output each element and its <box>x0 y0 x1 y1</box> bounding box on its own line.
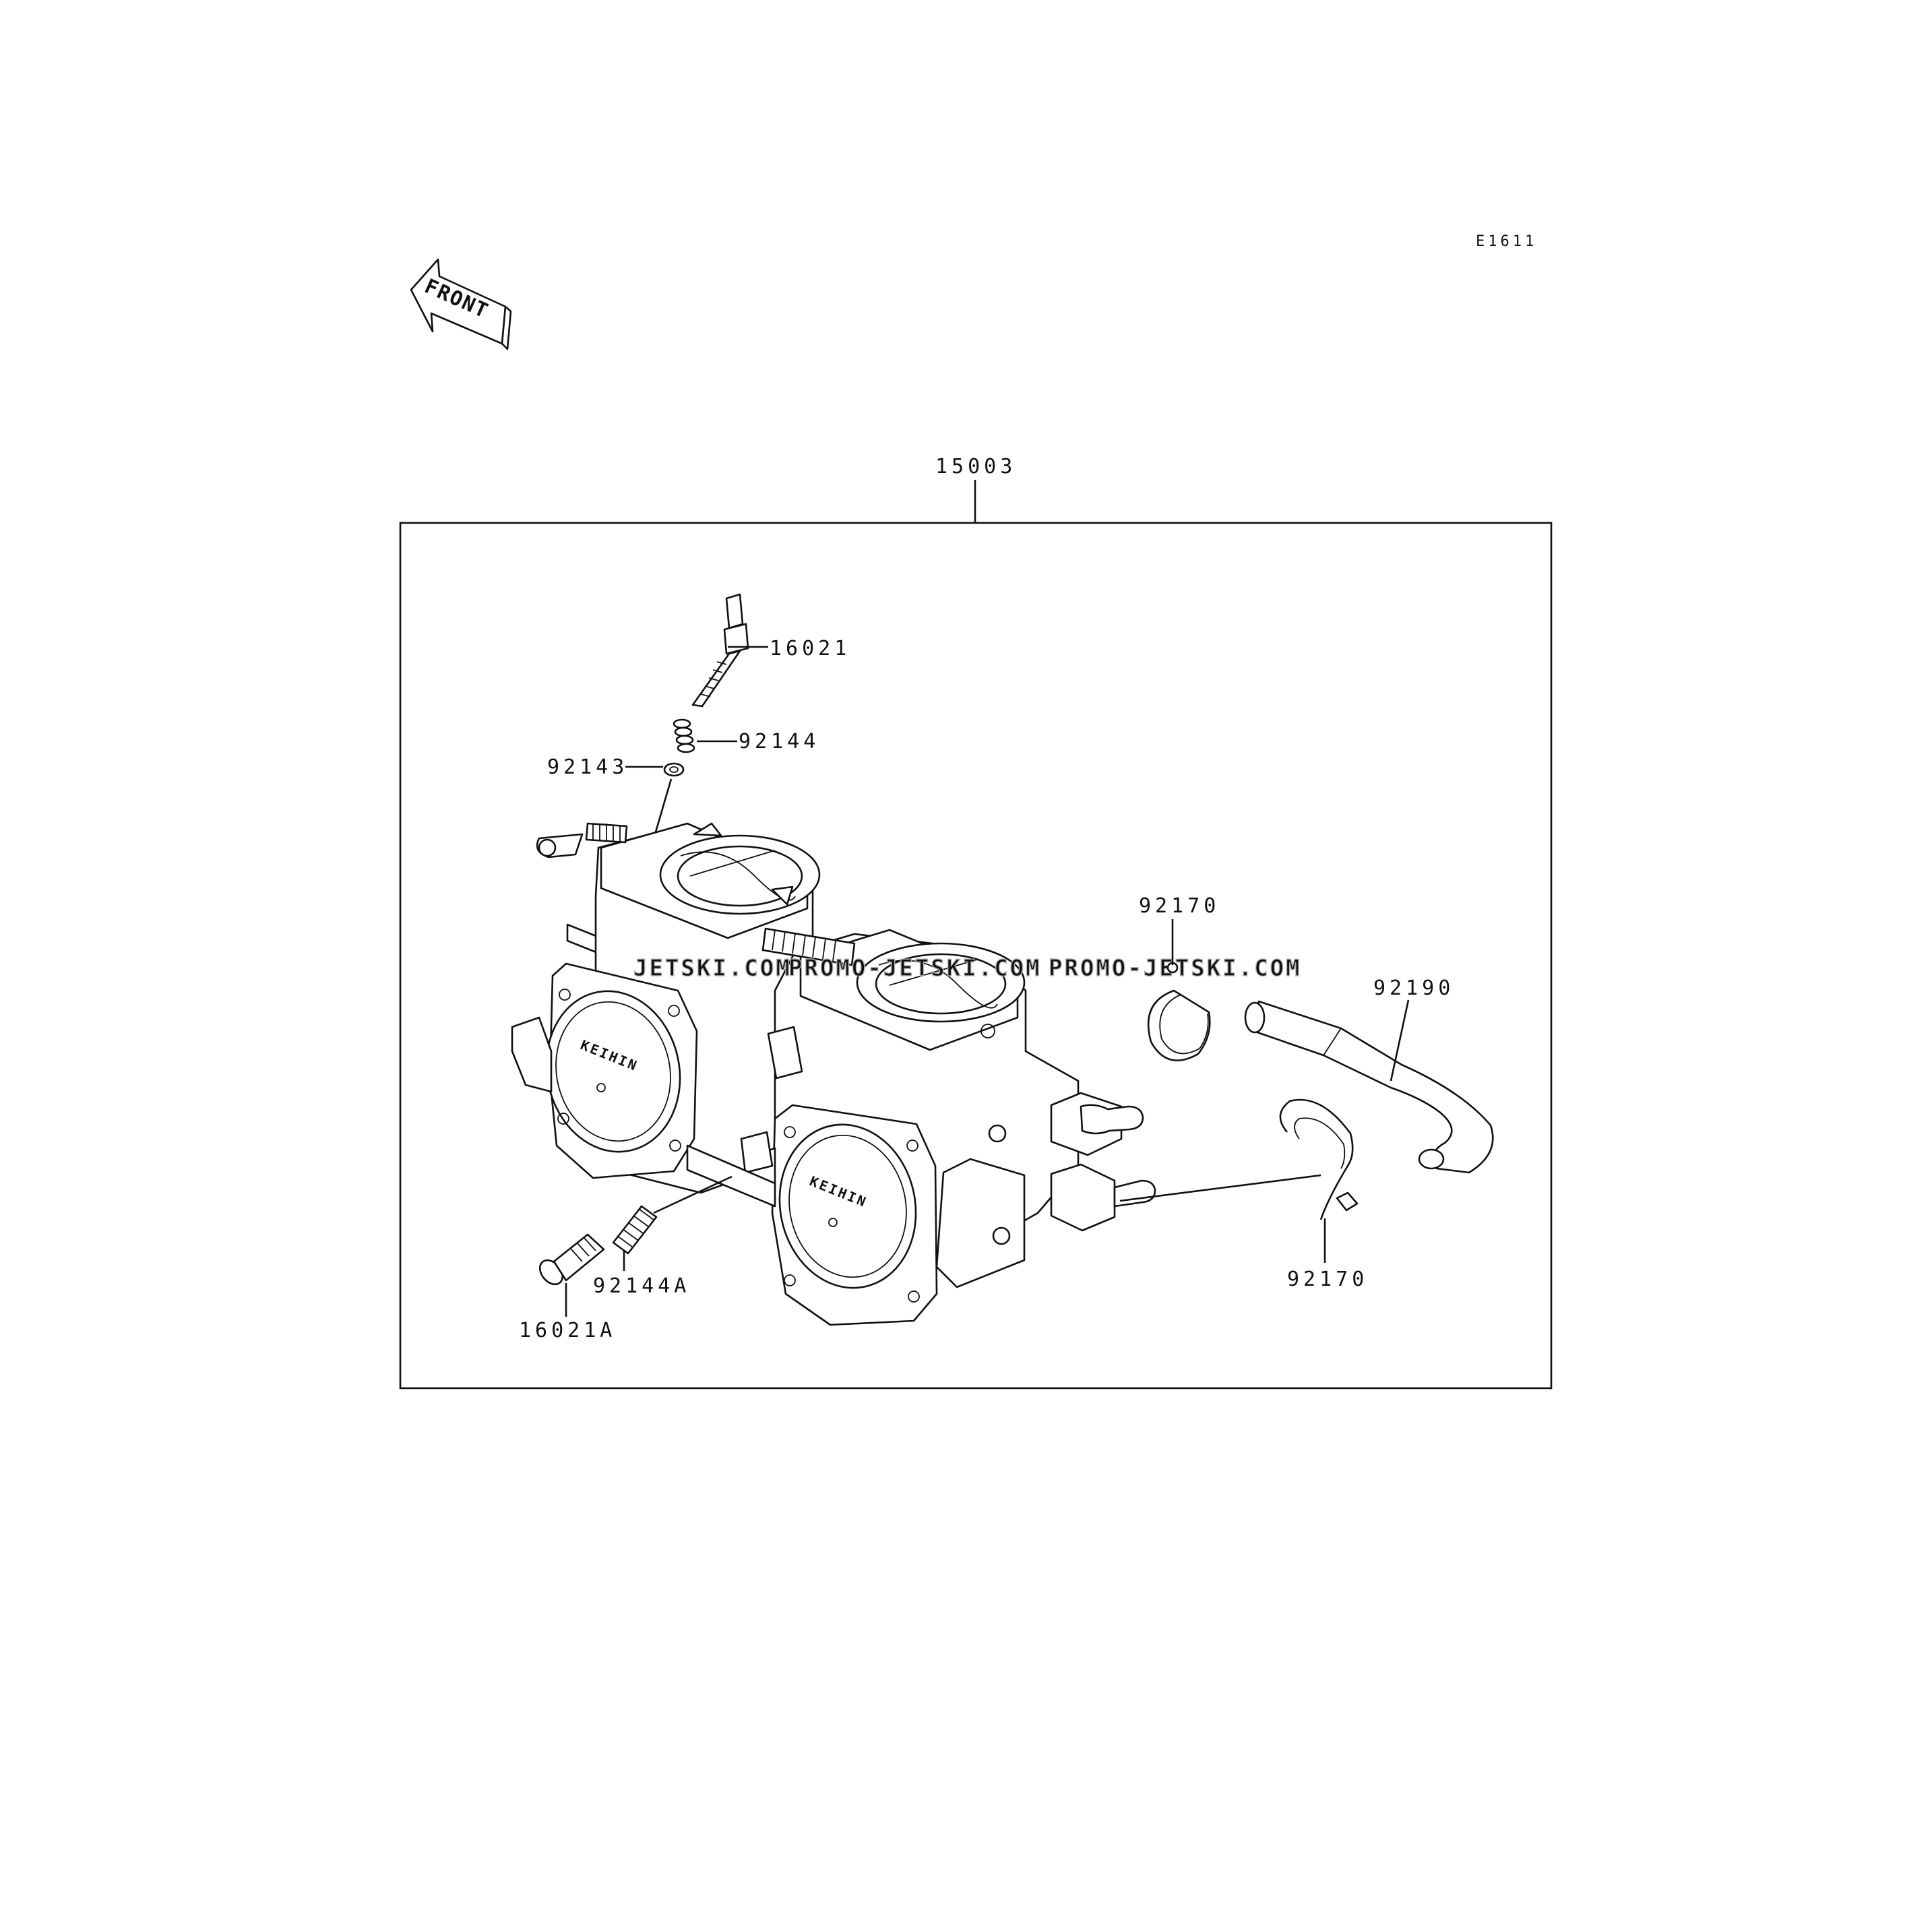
diagram-code: E1611 <box>1476 233 1537 250</box>
watermark-1: JETSKI.COM <box>633 955 792 982</box>
watermark-2: PROMO-JETSKI.COM <box>788 955 1042 982</box>
assembly-label: 15003 <box>935 455 1016 478</box>
label-92170-top: 92170 <box>1139 894 1220 918</box>
throttle-spring-front <box>761 927 856 1080</box>
label-16021: 16021 <box>770 637 850 660</box>
front-arrow-icon: FRONT <box>410 258 512 350</box>
hose-clamp-92170-top <box>1147 962 1211 1061</box>
fuel-hose-92190 <box>1244 1000 1494 1174</box>
watermark-3: PROMO-JETSKI.COM <box>1049 955 1302 982</box>
pilot-screw-16021 <box>691 593 749 708</box>
idle-screw-16021A <box>538 1233 605 1286</box>
label-92190: 92190 <box>1373 976 1454 1000</box>
label-92170-bottom: 92170 <box>1287 1268 1368 1291</box>
assembly-frame <box>399 522 1553 1390</box>
throttle-spring-rear <box>536 822 628 859</box>
carburetor-assembly <box>511 822 1156 1326</box>
label-92144: 92144 <box>739 730 819 753</box>
hose-clamp-92170-bottom <box>1279 1098 1359 1220</box>
label-92143: 92143 <box>547 755 628 779</box>
washer-92143 <box>663 762 685 777</box>
spring-92144 <box>673 718 695 753</box>
label-92144A: 92144A <box>593 1274 690 1298</box>
spring-92144A <box>612 1205 658 1255</box>
label-16021A: 16021A <box>519 1319 616 1342</box>
